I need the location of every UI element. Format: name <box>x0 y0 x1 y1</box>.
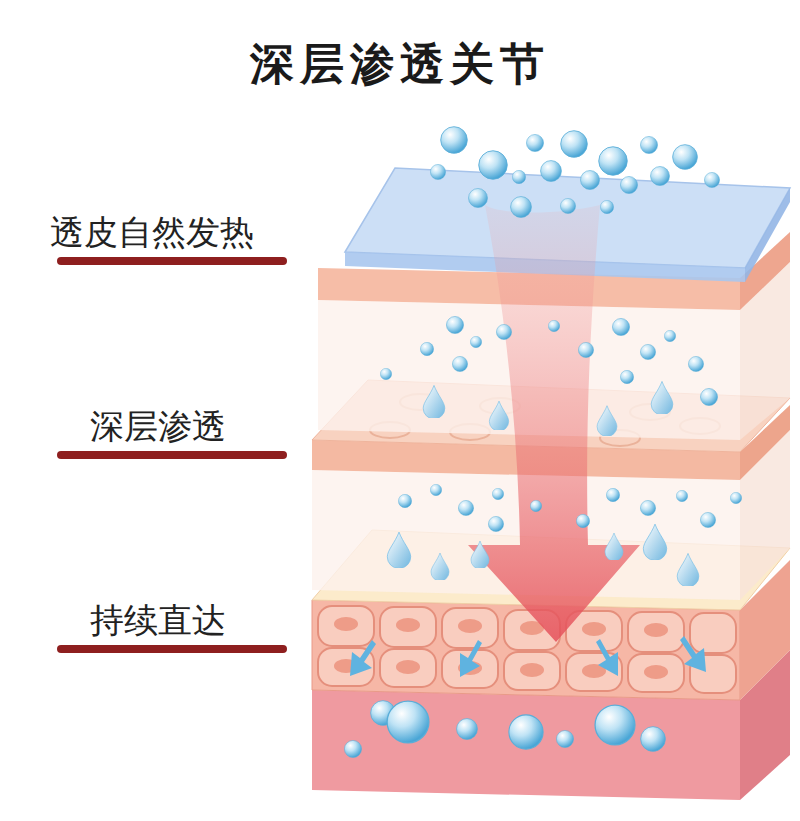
cells <box>318 606 736 693</box>
layer-label: 深层渗透 <box>90 406 226 446</box>
dermis-front <box>312 690 740 800</box>
underline-bar <box>57 451 287 459</box>
skin-block <box>312 168 790 800</box>
cell-nuclei <box>334 617 668 679</box>
layer-label: 持续直达 <box>90 600 226 640</box>
penetration-arrow <box>468 205 640 642</box>
cell-layer-front <box>312 600 740 700</box>
underline-bar <box>57 645 287 653</box>
diffusion-arrows <box>350 636 706 677</box>
layer-label: 透皮自然发热 <box>50 212 254 252</box>
bubbles <box>344 127 741 758</box>
underline-bars <box>57 257 287 653</box>
patch-film-side <box>745 188 790 282</box>
underline-bar <box>57 257 287 265</box>
drops <box>387 381 699 587</box>
page-title: 深层渗透关节 <box>0 36 800 92</box>
